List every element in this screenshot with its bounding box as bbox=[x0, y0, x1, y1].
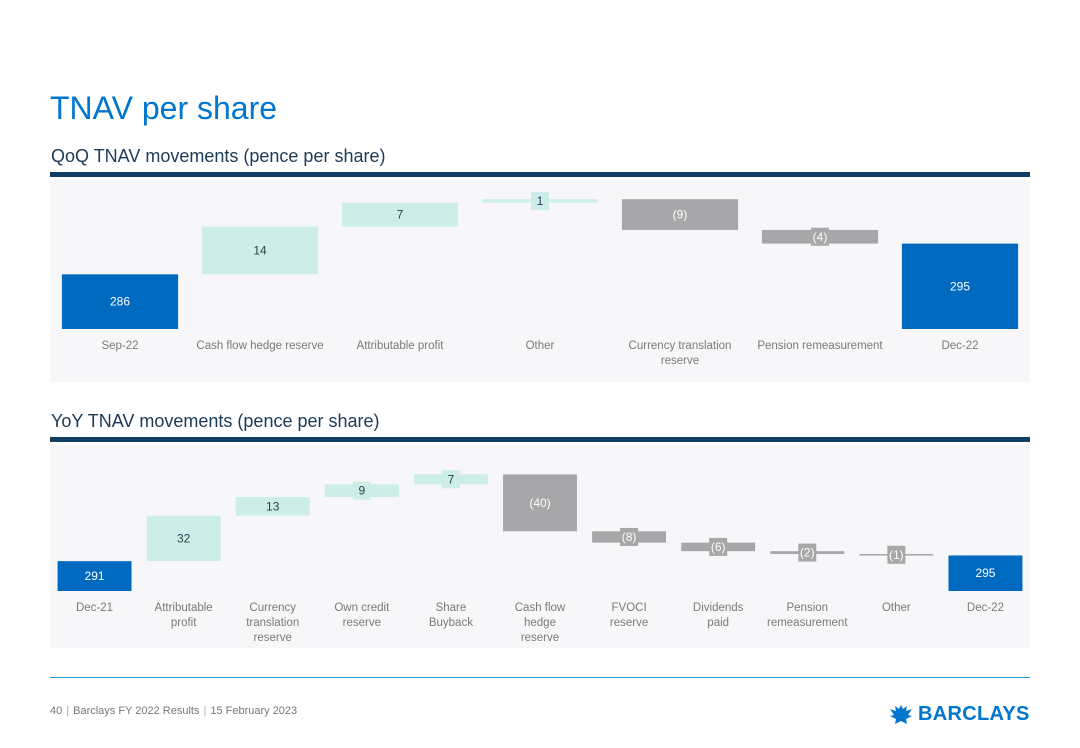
category-label: Dec-22 bbox=[967, 602, 1004, 614]
category-label: Dec-22 bbox=[941, 340, 978, 352]
value-label: 32 bbox=[177, 531, 191, 545]
value-label: 14 bbox=[253, 243, 267, 257]
page-title: TNAV per share bbox=[50, 90, 278, 126]
bar-11 bbox=[948, 555, 1023, 591]
value-label-background bbox=[671, 205, 689, 224]
value-label-background bbox=[811, 227, 829, 246]
category-label: Attributable profit bbox=[357, 340, 445, 352]
category-label: Sep-22 bbox=[101, 340, 138, 352]
value-label: 7 bbox=[397, 208, 404, 222]
footer-rule bbox=[50, 677, 1030, 678]
value-label-background bbox=[531, 493, 549, 512]
value-label: (40) bbox=[529, 496, 550, 510]
footer-date: 15 February 2023 bbox=[210, 705, 298, 717]
value-label: 286 bbox=[110, 295, 130, 309]
value-label: 291 bbox=[85, 569, 105, 583]
value-label: 13 bbox=[266, 499, 280, 513]
value-label-background bbox=[887, 545, 906, 564]
bar-1 bbox=[57, 561, 132, 591]
category-label: Other bbox=[882, 602, 911, 614]
value-label-background bbox=[352, 481, 371, 500]
value-label: 295 bbox=[950, 279, 970, 293]
value-label-background bbox=[174, 529, 193, 548]
value-label-background bbox=[531, 191, 549, 210]
bar-1 bbox=[61, 274, 179, 329]
barclays-logo: BARCLAYS bbox=[888, 701, 1030, 727]
footer-event: Barclays FY 2022 Results bbox=[73, 705, 200, 717]
logo-wordmark: BARCLAYS bbox=[918, 702, 1030, 725]
value-label-background bbox=[709, 537, 728, 556]
bar-7 bbox=[901, 243, 1019, 329]
footer-page-number: 40 bbox=[50, 705, 63, 717]
value-label: (9) bbox=[673, 208, 688, 222]
category-label: Pension remeasurement bbox=[757, 340, 883, 352]
value-label-background bbox=[391, 205, 409, 224]
footer: 40|Barclays FY 2022 Results|15 February … bbox=[50, 705, 297, 717]
value-label: (6) bbox=[711, 540, 726, 554]
value-label: (2) bbox=[800, 546, 815, 560]
value-label-background bbox=[441, 470, 460, 489]
footer-separator: | bbox=[203, 705, 207, 717]
eagle-icon bbox=[890, 705, 912, 724]
value-label: (8) bbox=[622, 530, 637, 544]
value-label-background bbox=[798, 543, 817, 562]
value-label-background bbox=[251, 241, 269, 260]
value-label-background bbox=[620, 527, 639, 546]
yoy-chart-title: YoY TNAV movements (pence per share) bbox=[51, 411, 380, 431]
value-label: (4) bbox=[813, 230, 828, 244]
yoy-title-rule bbox=[50, 437, 1030, 442]
qoq-title-rule bbox=[50, 172, 1030, 177]
category-label: Cash flow hedge reserve bbox=[196, 340, 323, 352]
value-label: 295 bbox=[975, 566, 995, 580]
category-label: Dec-21 bbox=[76, 602, 113, 614]
category-label: Other bbox=[526, 340, 555, 352]
value-label: 9 bbox=[358, 484, 365, 498]
value-label: 7 bbox=[448, 472, 455, 486]
footer-separator: | bbox=[66, 705, 70, 717]
value-label-background bbox=[263, 497, 282, 516]
value-label: (1) bbox=[889, 548, 904, 562]
qoq-chart-title: QoQ TNAV movements (pence per share) bbox=[51, 146, 386, 166]
value-label: 1 bbox=[537, 194, 544, 208]
